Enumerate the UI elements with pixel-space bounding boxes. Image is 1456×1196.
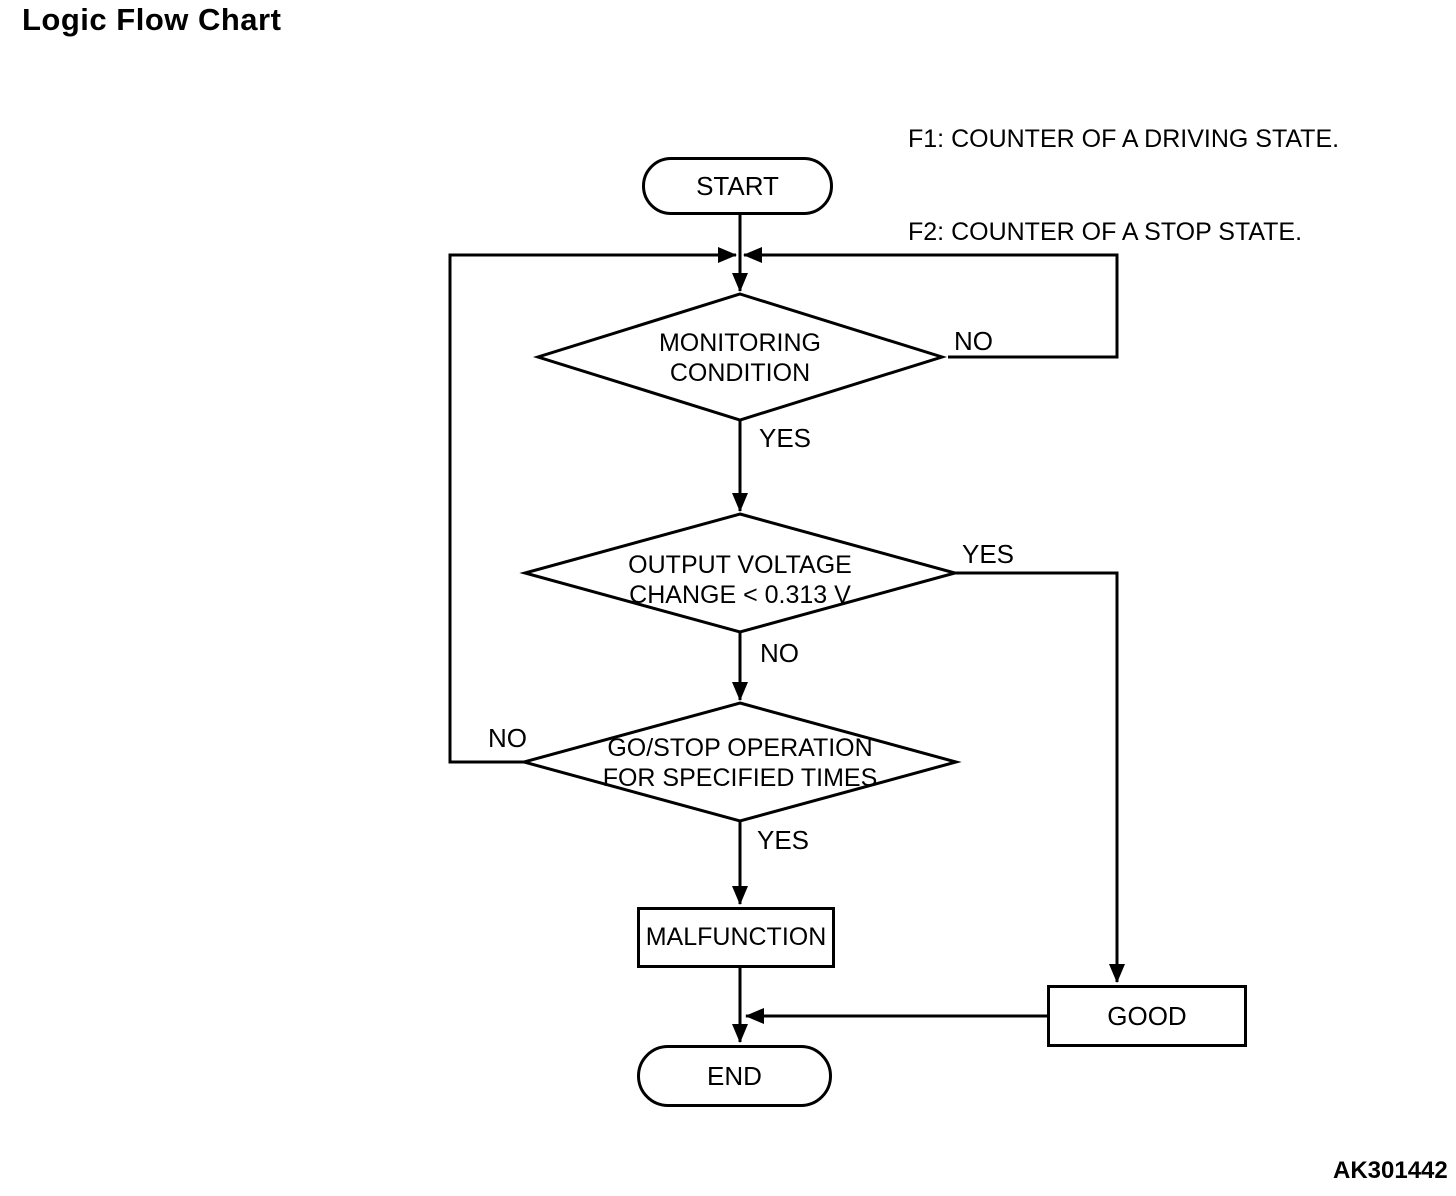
legend-line-f2: F2: COUNTER OF A STOP STATE. bbox=[908, 218, 1303, 246]
node-good-label: GOOD bbox=[1107, 1000, 1187, 1031]
node-start-label: START bbox=[696, 170, 779, 201]
edge-voltage-yes bbox=[955, 571, 1125, 983]
legend-line-f1: F1: COUNTER OF A DRIVING STATE. bbox=[908, 125, 1340, 153]
legend: F1: COUNTER OF A DRIVING STATE. F2: COUN… bbox=[908, 62, 1339, 310]
edge-label-monitoring-yes: YES bbox=[757, 423, 814, 453]
figure-id: AK301442 bbox=[1333, 1157, 1448, 1184]
node-monitoring-label: MONITORING CONDITION bbox=[658, 329, 822, 387]
node-end-label: END bbox=[707, 1060, 762, 1091]
node-gostop-label: GO/STOP OPERATION FOR SPECIFIED TIMES bbox=[602, 734, 878, 792]
node-start: START bbox=[642, 157, 833, 215]
edge-label-monitoring-no: NO bbox=[952, 326, 995, 356]
decision-gostop-shape bbox=[518, 701, 962, 823]
edge-label-voltage-no: NO bbox=[758, 638, 801, 668]
decision-voltage-shape bbox=[519, 512, 961, 634]
edge-gostop-no-loop bbox=[448, 247, 737, 764]
edge-monitoring-no-loop bbox=[743, 247, 1119, 359]
edge-label-gostop-no: NO bbox=[486, 723, 529, 753]
node-voltage-label: OUTPUT VOLTAGE CHANGE < 0.313 V bbox=[628, 551, 852, 609]
node-malfunction-label: MALFUNCTION bbox=[645, 923, 827, 951]
decision-monitoring-shape bbox=[532, 292, 948, 422]
node-malfunction: MALFUNCTION bbox=[637, 907, 835, 968]
node-end: END bbox=[637, 1045, 832, 1107]
edge-label-gostop-yes: YES bbox=[755, 825, 812, 855]
page-title: Logic Flow Chart bbox=[22, 2, 282, 37]
node-good: GOOD bbox=[1047, 985, 1247, 1047]
edge-label-voltage-yes: YES bbox=[960, 539, 1017, 569]
